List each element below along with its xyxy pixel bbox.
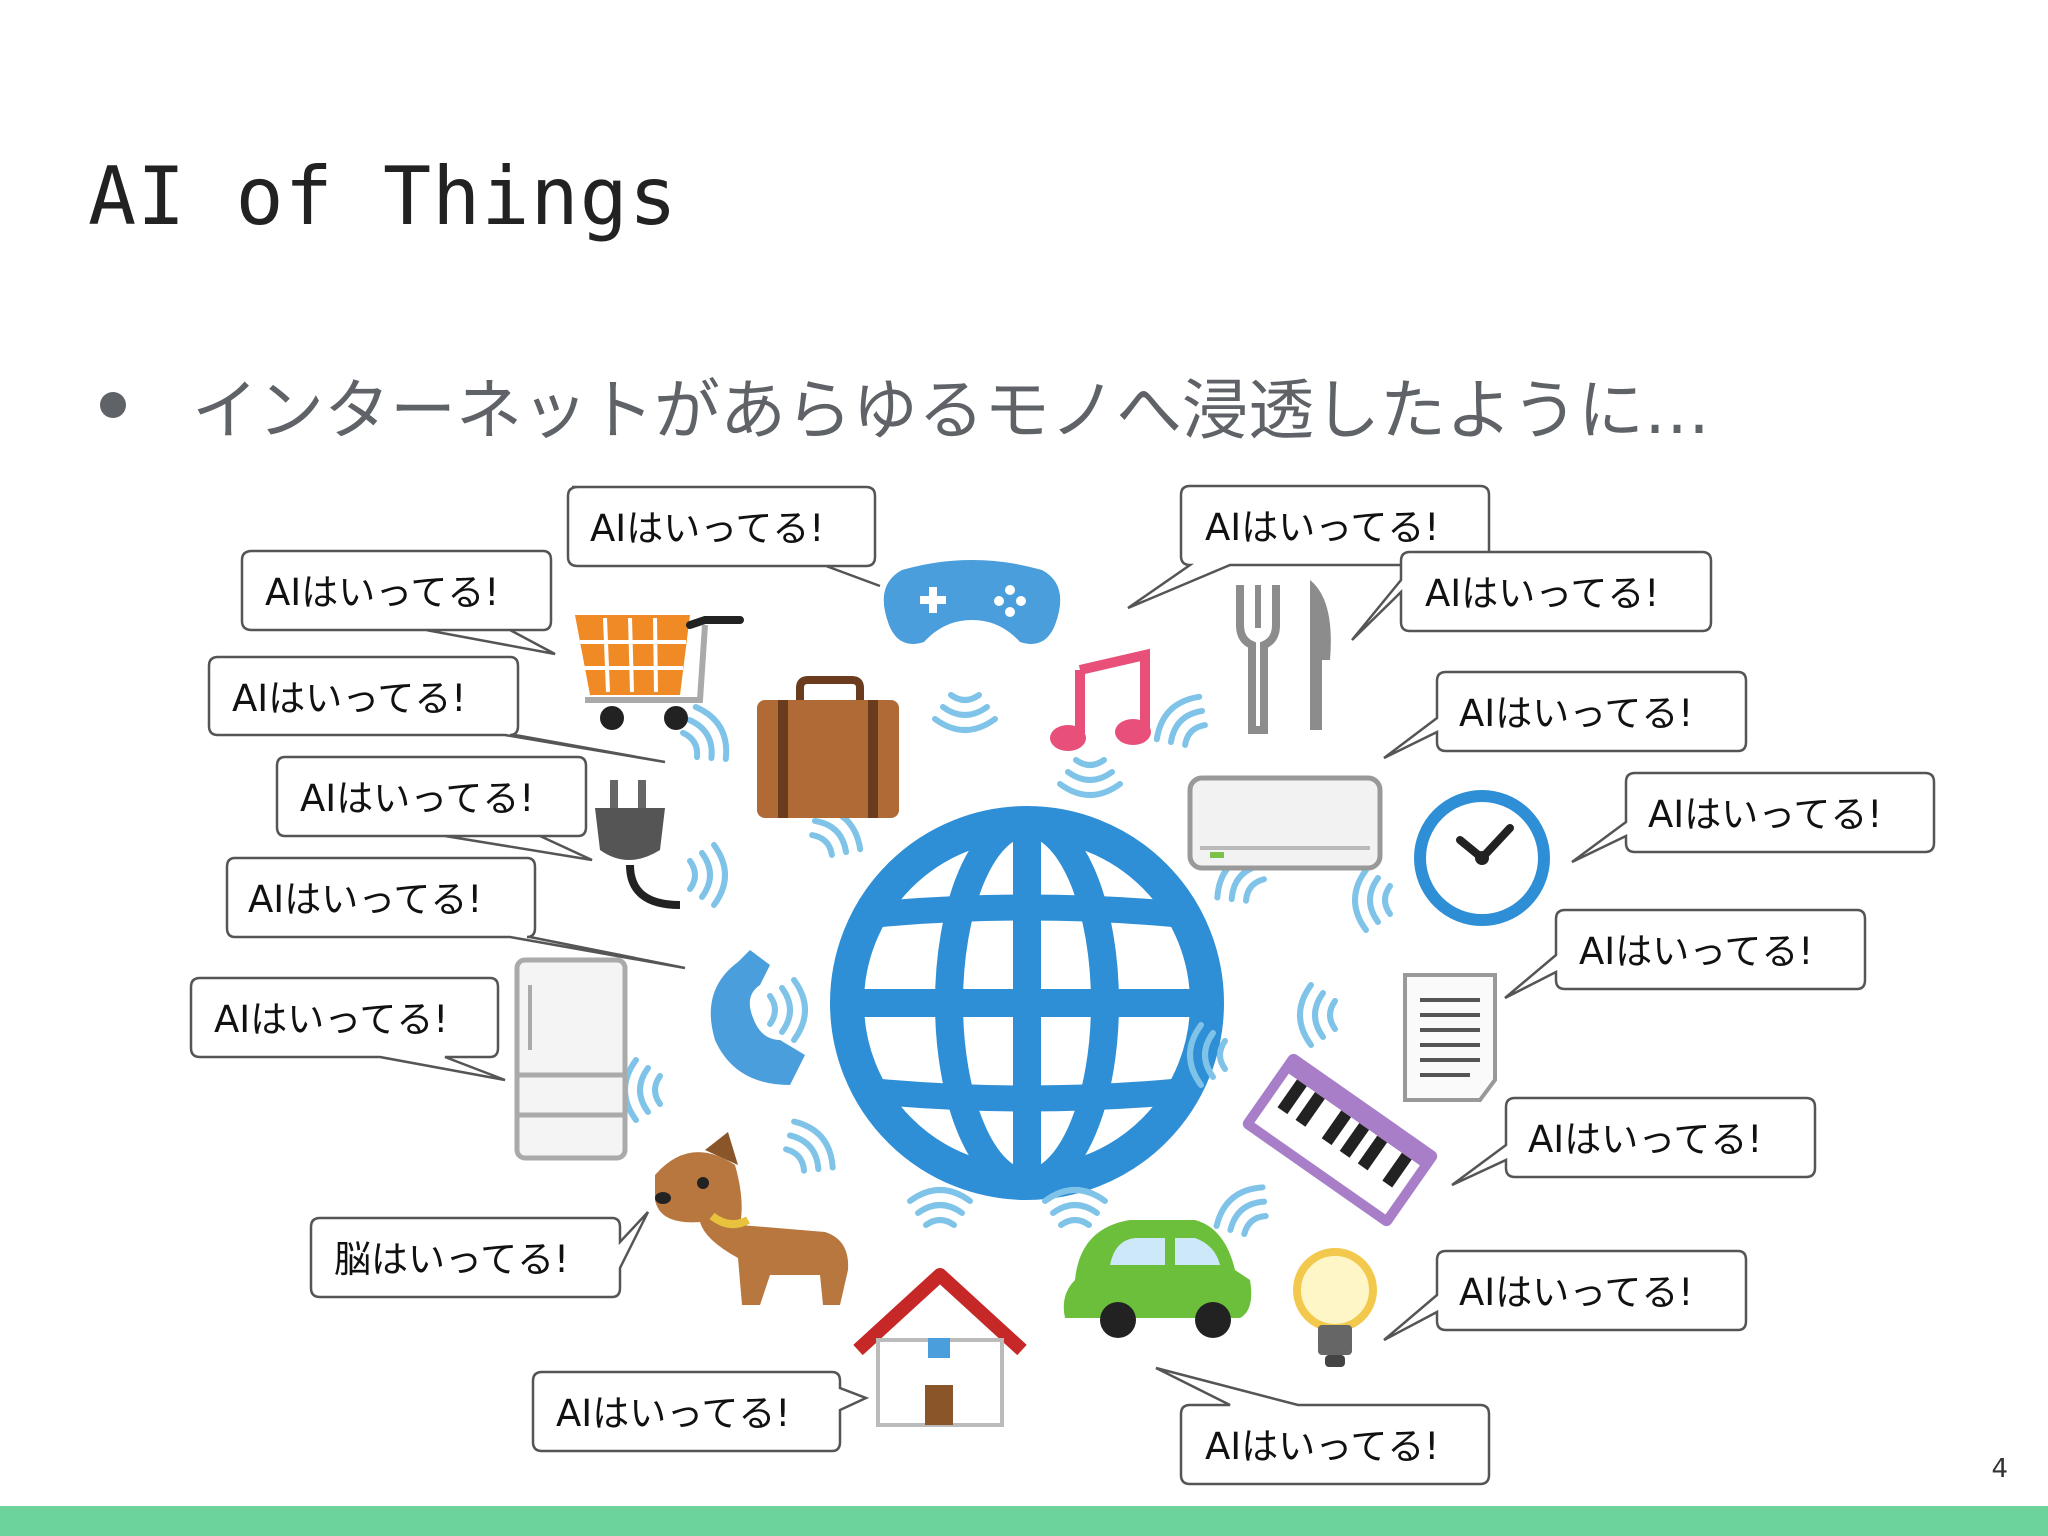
gamepad-icon bbox=[883, 560, 1061, 644]
bubble-text: AIはいってる! bbox=[1648, 793, 1882, 836]
house-icon bbox=[853, 1268, 1027, 1427]
air-conditioner-icon bbox=[1187, 775, 1383, 871]
speech-bubble-gamepad: AIはいってる! bbox=[566, 485, 881, 588]
speech-bubbles: AIはいってる! AIはいってる! AIはいってる! AIはいってる! AIはい… bbox=[189, 484, 1936, 1486]
bubble-text: AIはいってる! bbox=[1459, 1271, 1693, 1314]
car-icon bbox=[1063, 1220, 1252, 1338]
page-number: 4 bbox=[1991, 1454, 2008, 1484]
bubble-text: AIはいってる! bbox=[1425, 572, 1659, 615]
bubble-text: AIはいってる! bbox=[214, 998, 448, 1041]
speech-bubble-music: AIはいってる! bbox=[1127, 484, 1491, 610]
speech-bubble-cart: AIはいってる! bbox=[240, 549, 556, 656]
refrigerator-icon bbox=[514, 957, 628, 1161]
bubble-text: AIはいってる! bbox=[248, 878, 482, 921]
dog-icon bbox=[655, 1132, 849, 1305]
speech-bubble-cutlery: AIはいってる! bbox=[1351, 550, 1713, 641]
globe-icon bbox=[830, 806, 1224, 1200]
speech-bubble-piano: AIはいってる! bbox=[1451, 1096, 1817, 1187]
speech-bubble-fridge: AIはいってる! bbox=[189, 976, 506, 1082]
plug-icon bbox=[595, 780, 681, 909]
bullet-dot-icon bbox=[100, 392, 126, 418]
speech-bubble-phone: AIはいってる! bbox=[225, 856, 686, 970]
slide-title: AI of Things bbox=[88, 150, 678, 243]
speech-bubble-document: AIはいってる! bbox=[1504, 908, 1867, 1000]
speech-bubble-outlet: AIはいってる! bbox=[275, 755, 593, 862]
bubble-text: AIはいってる! bbox=[590, 507, 824, 550]
footer-accent-bar bbox=[0, 1506, 2048, 1536]
speech-bubble-plug: AIはいってる! bbox=[207, 655, 666, 764]
bubble-text: AIはいってる! bbox=[1205, 1425, 1439, 1468]
bubble-text: AIはいってる! bbox=[1205, 506, 1439, 549]
speech-bubble-aircon: AIはいってる! bbox=[1383, 670, 1748, 760]
music-note-icon bbox=[1050, 648, 1151, 751]
bubble-text: 脳はいってる! bbox=[334, 1238, 569, 1281]
phone-icon bbox=[710, 950, 805, 1085]
bullet-item: インターネットがあらゆるモノへ浸透したように… bbox=[100, 360, 1710, 450]
bubble-text: AIはいってる! bbox=[556, 1392, 790, 1435]
speech-bubble-car: AIはいってる! bbox=[1155, 1366, 1491, 1486]
bullet-text: インターネットがあらゆるモノへ浸透したように… bbox=[192, 372, 1710, 449]
document-icon bbox=[1403, 973, 1497, 1102]
cutlery-icon bbox=[1236, 580, 1331, 734]
bubble-text: AIはいってる! bbox=[1579, 930, 1813, 973]
clock-icon bbox=[1414, 790, 1550, 926]
bubble-text: AIはいってる! bbox=[300, 777, 534, 820]
piano-keyboard-icon bbox=[1242, 1053, 1438, 1227]
bubble-text: AIはいってる! bbox=[1459, 692, 1693, 735]
speech-bubble-dog: 脳はいってる! bbox=[309, 1211, 650, 1299]
bubble-text: AIはいってる! bbox=[1528, 1118, 1762, 1161]
bubble-text: AIはいってる! bbox=[232, 677, 466, 720]
suitcase-icon bbox=[757, 676, 899, 818]
speech-bubble-clock: AIはいってる! bbox=[1571, 771, 1936, 864]
bubble-text: AIはいってる! bbox=[265, 571, 499, 614]
speech-bubble-house: AIはいってる! bbox=[531, 1370, 870, 1453]
speech-bubble-bulb: AIはいってる! bbox=[1383, 1249, 1748, 1342]
light-bulb-icon bbox=[1293, 1248, 1377, 1367]
shopping-cart-icon bbox=[575, 615, 744, 730]
